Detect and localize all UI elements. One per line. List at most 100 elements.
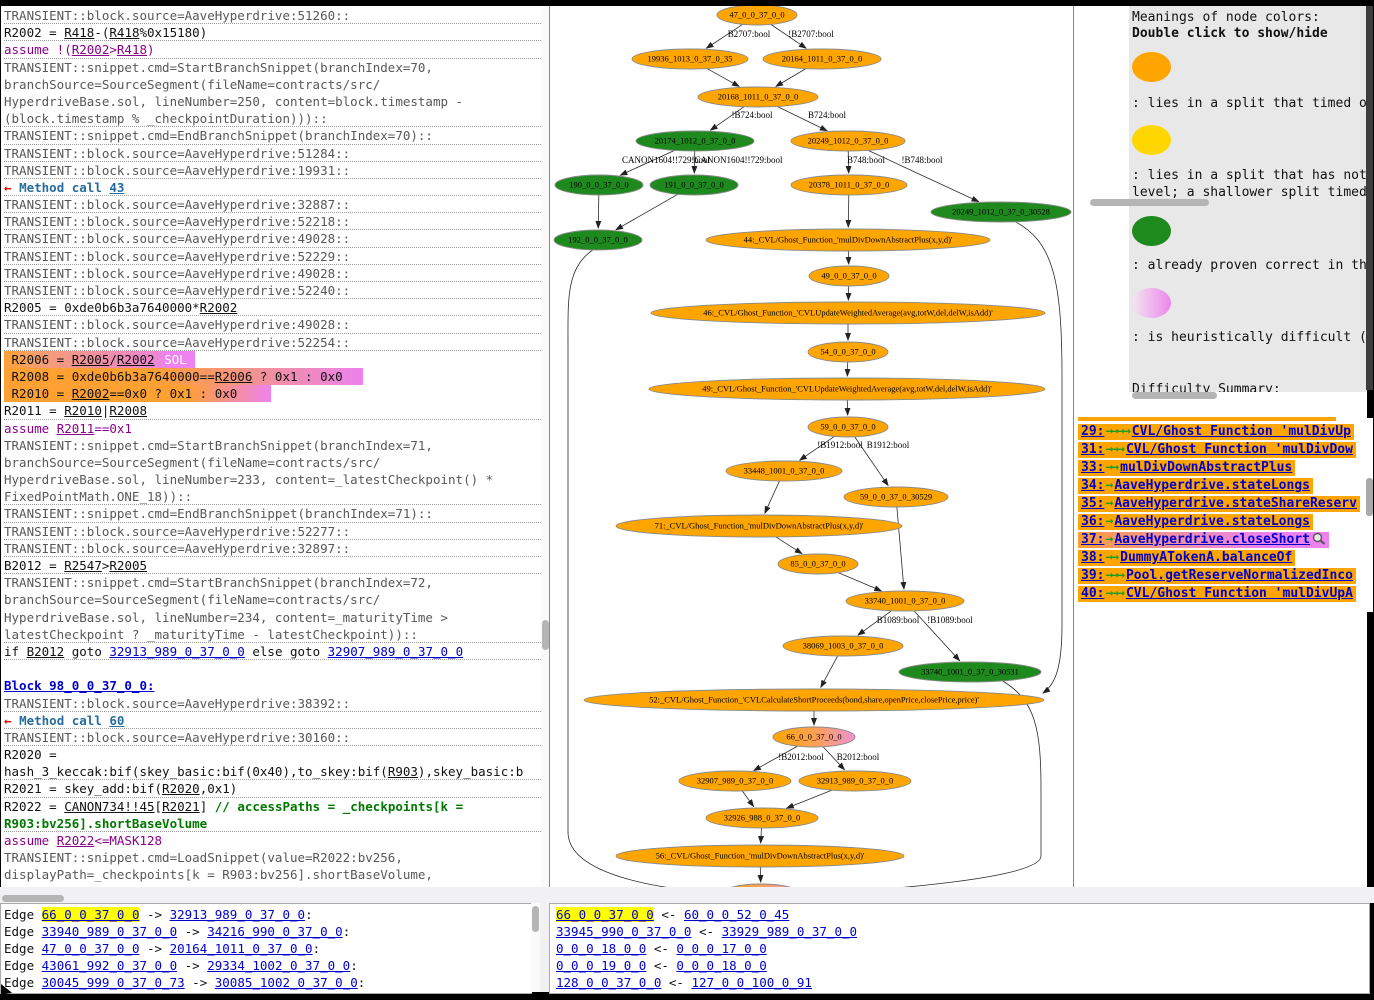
node-link[interactable]: 33945_990_0_37_0_0 bbox=[556, 924, 692, 939]
call-trace-row[interactable]: 35:→AaveHyperdrive.stateShareReserv bbox=[1078, 496, 1367, 514]
trace-link[interactable]: R2021 bbox=[162, 798, 200, 814]
magnifier-icon[interactable] bbox=[1312, 532, 1326, 545]
trace-link[interactable]: 60 bbox=[109, 712, 125, 728]
node-link[interactable]: 32913_989_0_37_0_0 bbox=[169, 907, 306, 922]
graph-node[interactable]: 20168_1011_0_37_0_0 bbox=[697, 86, 819, 108]
trace-link[interactable]: R2011 bbox=[56, 420, 95, 436]
call-number-link[interactable]: 29: bbox=[1081, 424, 1105, 439]
graph-node[interactable]: 192_0_0_37_0_0 bbox=[553, 229, 643, 251]
graph-node[interactable]: 46:_CVL/Ghost_Function_'CVLUpdateWeighte… bbox=[650, 301, 1046, 325]
trace-link[interactable]: R2022 bbox=[56, 833, 95, 848]
trace-link[interactable]: 43 bbox=[109, 179, 125, 195]
trace-vertical-scrollbar[interactable] bbox=[541, 6, 549, 887]
node-link[interactable]: 20164_1011_0_37_0_0 bbox=[169, 941, 313, 956]
call-number-link[interactable]: 38: bbox=[1081, 550, 1105, 565]
call-target-link[interactable]: AaveHyperdrive.stateLongs bbox=[1114, 478, 1310, 493]
call-target-link[interactable]: CVL/Ghost Function 'mulDivUp bbox=[1131, 424, 1351, 439]
node-link[interactable]: 0_0_0_18_0_0 bbox=[556, 941, 647, 956]
graph-node[interactable]: 33740_1001_0_37_0_30531 bbox=[898, 661, 1042, 683]
node-link[interactable]: 0_0_0_17_0_0 bbox=[676, 941, 767, 956]
call-number-link[interactable]: 37: bbox=[1081, 532, 1105, 547]
trace-link[interactable]: R2002 bbox=[199, 300, 238, 316]
trace-link[interactable]: R2547 bbox=[64, 558, 102, 573]
legend-vscroll-thumb[interactable] bbox=[1366, 6, 1373, 390]
trace-link[interactable]: R2002 bbox=[71, 42, 110, 58]
node-link[interactable]: 33940_989_0_37_0_0 bbox=[41, 924, 178, 939]
call-target-link[interactable]: CVL/Ghost Function 'mulDivUpA bbox=[1125, 586, 1353, 601]
trace-link[interactable]: R2005 bbox=[109, 558, 148, 573]
node-link[interactable]: 66_0_0_37_0_0 bbox=[556, 907, 654, 922]
graph-node[interactable] bbox=[721, 883, 801, 887]
node-link[interactable]: 34216_990_0_37_0_0 bbox=[207, 924, 343, 939]
graph-node[interactable]: 66_0_0_37_0_0 bbox=[772, 726, 856, 748]
graph-node[interactable]: 44:_CVL/Ghost_Function_'mulDivDownAbstra… bbox=[705, 228, 991, 252]
graph-node[interactable]: 38069_1003_0_37_0_0 bbox=[782, 635, 904, 657]
call-number-link[interactable]: 34: bbox=[1081, 478, 1105, 493]
trace-link[interactable]: B2012 bbox=[26, 643, 65, 659]
outgoing-edges-panel[interactable]: Edge 66_0_0_37_0_0 -> 32913_989_0_37_0_0… bbox=[0, 903, 532, 994]
trace-link[interactable]: R2002 bbox=[71, 386, 110, 402]
graph-node[interactable]: 20378_1011_0_37_0_0 bbox=[790, 174, 908, 196]
node-link[interactable]: 29334_1002_0_37_0_0 bbox=[207, 958, 351, 973]
graph-node[interactable]: 32907_989_0_37_0_0 bbox=[678, 770, 792, 792]
graph-node[interactable]: 54_0_0_37_0_0 bbox=[807, 341, 889, 363]
node-link[interactable]: 47_0_0_37_0_0 bbox=[41, 941, 140, 956]
graph-node[interactable]: 32913_989_0_37_0_0 bbox=[798, 770, 912, 792]
trace-link[interactable]: Block 98_0_0_37_0_0: bbox=[4, 678, 155, 694]
trace-link[interactable]: 32913_989_0_37_0_0 bbox=[109, 643, 245, 659]
call-trace-row[interactable]: 39:→→→Pool.getReserveNormalizedInco bbox=[1078, 568, 1367, 586]
trace-link[interactable]: CANON734!!45 bbox=[64, 798, 155, 814]
call-target-link[interactable]: AaveHyperdrive.stateLongs bbox=[1114, 514, 1310, 529]
graph-node[interactable]: 20164_1011_0_37_0_0 bbox=[762, 48, 882, 70]
trace-link[interactable]: R418 bbox=[116, 42, 148, 58]
node-link[interactable]: 0_0_0_18_0_0 bbox=[676, 958, 767, 973]
trace-link[interactable]: R2005 bbox=[71, 351, 110, 367]
trace-link[interactable]: R903 bbox=[387, 764, 418, 780]
call-target-link[interactable]: AaveHyperdrive.stateShareReserv bbox=[1114, 496, 1357, 511]
call-target-link[interactable]: CVL/Ghost Function 'mulDivDow bbox=[1125, 442, 1353, 457]
trace-link[interactable]: 32907_989_0_37_0_0 bbox=[327, 643, 464, 659]
graph-node[interactable]: 19936_1013_0_37_0_35 bbox=[631, 48, 749, 70]
trace-vscroll-thumb[interactable] bbox=[541, 620, 549, 650]
node-link[interactable]: 0_0_0_19_0_0 bbox=[556, 958, 647, 973]
call-trace-row[interactable]: 34:→AaveHyperdrive.stateLongs bbox=[1078, 478, 1367, 496]
call-trace-row[interactable]: 40:→→→CVL/Ghost Function 'mulDivUpA bbox=[1078, 586, 1367, 604]
call-trace-row[interactable]: 31:→→→CVL/Ghost Function 'mulDivDow bbox=[1078, 442, 1367, 460]
edges-out-vscroll-thumb[interactable] bbox=[532, 906, 539, 932]
node-link[interactable]: 43061_992_0_37_0_0 bbox=[41, 958, 178, 973]
call-target-link[interactable]: mulDivDownAbstractPlus bbox=[1120, 460, 1293, 475]
call-trace-row[interactable]: 36:→AaveHyperdrive.stateLongs bbox=[1078, 514, 1367, 532]
graph-node[interactable]: 59_0_0_37_0_0 bbox=[807, 416, 889, 438]
node-link[interactable]: 30045_999_0_37_0_73 bbox=[41, 975, 185, 990]
node-link[interactable]: 127_0_0_100_0_91 bbox=[691, 975, 812, 990]
node-link[interactable]: 33929_989_0_37_0_0 bbox=[721, 924, 858, 939]
graph-node[interactable]: 20249_1012_0_37_0_0 bbox=[790, 130, 906, 152]
trace-panel[interactable]: TRANSIENT::block.source=AaveHyperdrive:5… bbox=[1, 6, 541, 887]
trace-link[interactable]: R2020 bbox=[162, 781, 200, 797]
trace-link[interactable]: R2006 bbox=[214, 368, 253, 384]
graph-node[interactable]: 33448_1001_0_37_0_0 bbox=[725, 460, 843, 482]
graph-node[interactable]: 71:_CVL/Ghost_Function_'mulDivDownAbstra… bbox=[615, 514, 903, 538]
graph-node[interactable]: 49:_CVL/Ghost_Function_'CVLUpdateWeighte… bbox=[648, 377, 1046, 401]
graph-node[interactable]: 191_0_0_37_0_0 bbox=[649, 174, 739, 196]
call-trace-row[interactable]: 33:→→mulDivDownAbstractPlus bbox=[1078, 460, 1367, 478]
graph-node[interactable]: 20249_1012_0_37_0_30528 bbox=[930, 201, 1072, 223]
node-link[interactable]: 30085_1002_0_37_0_0 bbox=[214, 975, 358, 990]
call-number-link[interactable]: 40: bbox=[1081, 586, 1105, 601]
legend-hscroll-thumb[interactable] bbox=[1132, 392, 1217, 399]
node-link[interactable]: 60_0_0_52_0_45 bbox=[683, 907, 790, 922]
trace-link[interactable]: R2002 bbox=[116, 351, 155, 367]
graph-node[interactable]: 85_0_0_37_0_0 bbox=[777, 553, 859, 575]
trace-hscroll-thumb[interactable] bbox=[2, 895, 64, 902]
call-target-link[interactable]: Pool.getReserveNormalizedInco bbox=[1125, 568, 1353, 583]
edges-out-vertical-scrollbar[interactable] bbox=[531, 903, 540, 992]
links-hscroll-thumb[interactable] bbox=[1090, 199, 1209, 206]
graph-node[interactable]: 47_0_0_37_0_0 bbox=[716, 6, 798, 26]
graph-node[interactable]: 33740_1001_0_37_0_0 bbox=[845, 590, 965, 612]
trace-link[interactable]: R2008 bbox=[109, 403, 148, 419]
graph-node[interactable]: 32926_988_0_37_0_0 bbox=[705, 807, 819, 829]
